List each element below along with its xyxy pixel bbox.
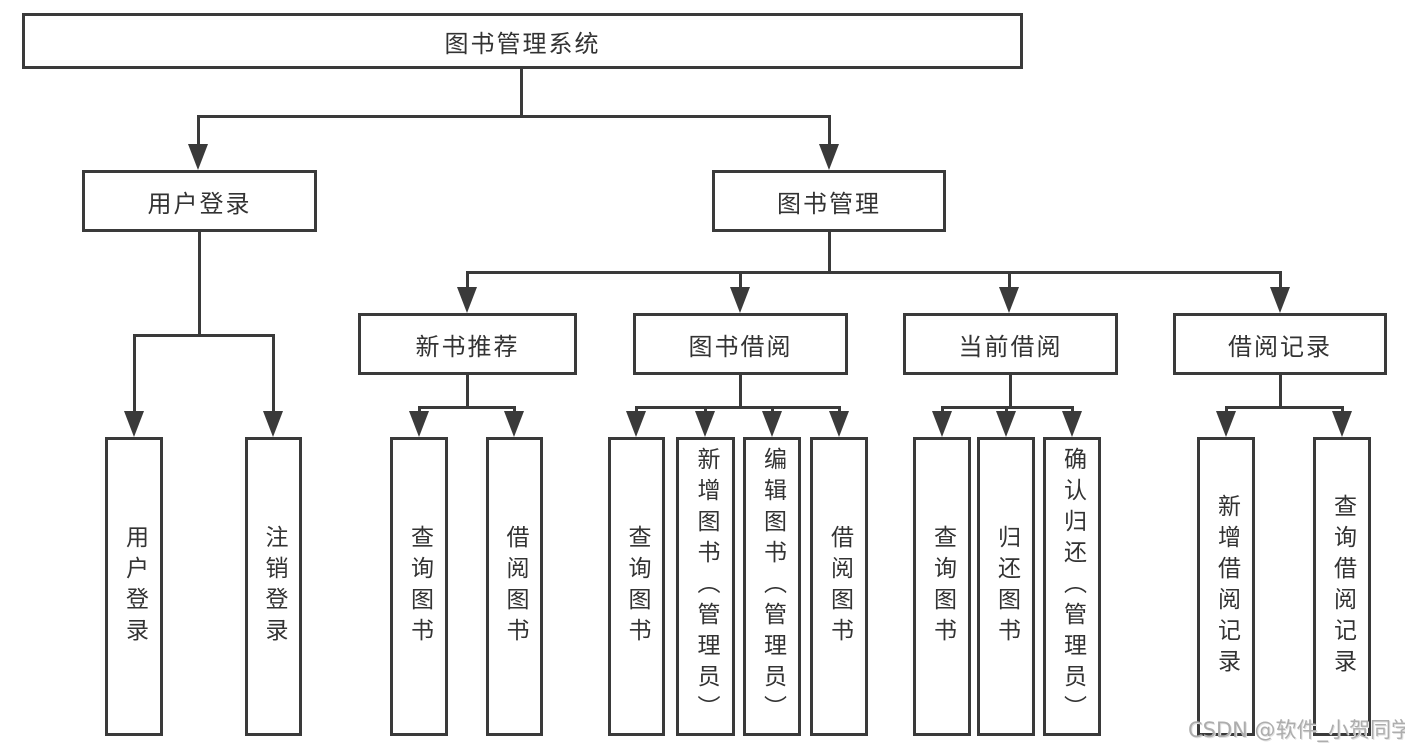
node-book-management: 图书管理 — [712, 170, 946, 232]
connector-line — [704, 406, 707, 415]
leaf-confirm-return-admin: 确认归还（管理员） — [1043, 437, 1101, 736]
connector-line — [466, 375, 469, 408]
node-new-book-recommend: 新书推荐 — [358, 313, 577, 375]
connector-line — [1225, 406, 1344, 409]
connector-line — [771, 406, 774, 415]
node-current-borrowing: 当前借阅 — [903, 313, 1118, 375]
connector-arrow-down — [996, 411, 1016, 437]
leaf-logout: 注销登录 — [245, 437, 302, 736]
connector-arrow-down — [1062, 411, 1082, 437]
leaf-confirm-return-admin-label: 确认归还（管理员） — [1059, 447, 1086, 726]
connector-line — [197, 115, 831, 118]
leaf-user-login: 用户登录 — [105, 437, 163, 736]
node-borrowing-records-label: 借阅记录 — [1228, 332, 1332, 361]
connector-line — [133, 334, 275, 337]
leaf-add-book-admin-label: 新增图书（管理员） — [693, 447, 719, 726]
leaf-edit-book-admin: 编辑图书（管理员） — [743, 437, 801, 736]
leaf-query-books-borrowing: 查询图书 — [608, 437, 665, 736]
leaf-return-book-label: 归还图书 — [993, 524, 1020, 649]
node-book-management-label: 图书管理 — [777, 189, 881, 218]
leaf-query-borrow-record: 查询借阅记录 — [1313, 437, 1371, 736]
connector-line — [466, 271, 1282, 274]
connector-arrow-down — [695, 411, 715, 437]
connector-line — [739, 271, 742, 291]
connector-arrow-down — [626, 411, 646, 437]
leaf-query-books-borrowing-label: 查询图书 — [624, 524, 650, 649]
leaf-query-borrow-record-label: 查询借阅记录 — [1329, 493, 1356, 680]
connector-arrow-down — [819, 144, 839, 170]
connector-line — [1279, 375, 1282, 408]
connector-arrow-down — [829, 411, 849, 437]
connector-arrow-down — [1332, 411, 1352, 437]
connector-line — [133, 334, 136, 414]
node-user-login: 用户登录 — [82, 170, 317, 232]
connector-arrow-down — [999, 287, 1019, 313]
node-root-label: 图书管理系统 — [444, 29, 601, 58]
leaf-query-books-current: 查询图书 — [913, 437, 971, 736]
node-current-borrowing-label: 当前借阅 — [958, 332, 1063, 361]
leaf-query-books-recommend: 查询图书 — [390, 437, 448, 736]
connector-arrow-down — [504, 411, 524, 437]
leaf-add-book-admin: 新增图书（管理员） — [676, 437, 735, 736]
connector-line — [198, 232, 201, 336]
node-new-book-recommend-label: 新书推荐 — [415, 332, 520, 361]
connector-arrow-down — [1270, 287, 1290, 313]
connector-line — [1071, 406, 1074, 415]
leaf-logout-label: 注销登录 — [261, 524, 287, 649]
connector-line — [828, 232, 831, 274]
connector-arrow-down — [457, 287, 477, 313]
leaf-query-books-current-label: 查询图书 — [929, 524, 956, 649]
leaf-query-books-recommend-label: 查询图书 — [406, 524, 433, 649]
leaf-borrow-books-recommend-label: 借阅图书 — [502, 524, 528, 649]
connector-line — [1005, 406, 1008, 415]
connector-line — [1341, 406, 1344, 415]
leaf-borrow-books-recommend: 借阅图书 — [486, 437, 543, 736]
leaf-add-borrow-record-label: 新增借阅记录 — [1213, 493, 1240, 680]
connector-line — [197, 115, 200, 146]
node-borrowing-records: 借阅记录 — [1173, 313, 1387, 375]
connector-line — [1279, 271, 1282, 291]
connector-line — [941, 406, 944, 415]
connector-arrow-down — [188, 144, 208, 170]
connector-line — [635, 406, 638, 415]
csdn-watermark: CSDN @软件_小贺同学 — [1188, 718, 1405, 742]
node-root: 图书管理系统 — [22, 13, 1023, 69]
connector-line — [418, 406, 421, 415]
leaf-return-book: 归还图书 — [977, 437, 1035, 736]
connector-line — [1225, 406, 1228, 415]
node-user-login-label: 用户登录 — [147, 189, 252, 218]
connector-line — [513, 406, 516, 415]
node-book-borrowing: 图书借阅 — [633, 313, 848, 375]
connector-arrow-down — [730, 287, 750, 313]
connector-line — [466, 271, 469, 291]
connector-line — [635, 406, 841, 409]
leaf-add-borrow-record: 新增借阅记录 — [1197, 437, 1255, 736]
connector-line — [739, 375, 742, 408]
leaf-user-login-label: 用户登录 — [121, 524, 148, 649]
connector-line — [828, 115, 831, 146]
connector-arrow-down — [124, 411, 144, 437]
connector-line — [418, 406, 516, 409]
connector-line — [1008, 271, 1011, 291]
connector-arrow-down — [932, 411, 952, 437]
connector-arrow-down — [762, 411, 782, 437]
connector-line — [1009, 375, 1012, 408]
connector-arrow-down — [409, 411, 429, 437]
connector-line — [520, 69, 523, 117]
connector-arrow-down — [1216, 411, 1236, 437]
connector-arrow-down — [263, 411, 283, 437]
leaf-borrow-books-borrowing: 借阅图书 — [810, 437, 868, 736]
leaf-borrow-books-borrowing-label: 借阅图书 — [826, 524, 853, 649]
node-book-borrowing-label: 图书借阅 — [688, 332, 793, 361]
leaf-edit-book-admin-label: 编辑图书（管理员） — [759, 447, 786, 726]
connector-line — [272, 334, 275, 414]
connector-line — [838, 406, 841, 415]
